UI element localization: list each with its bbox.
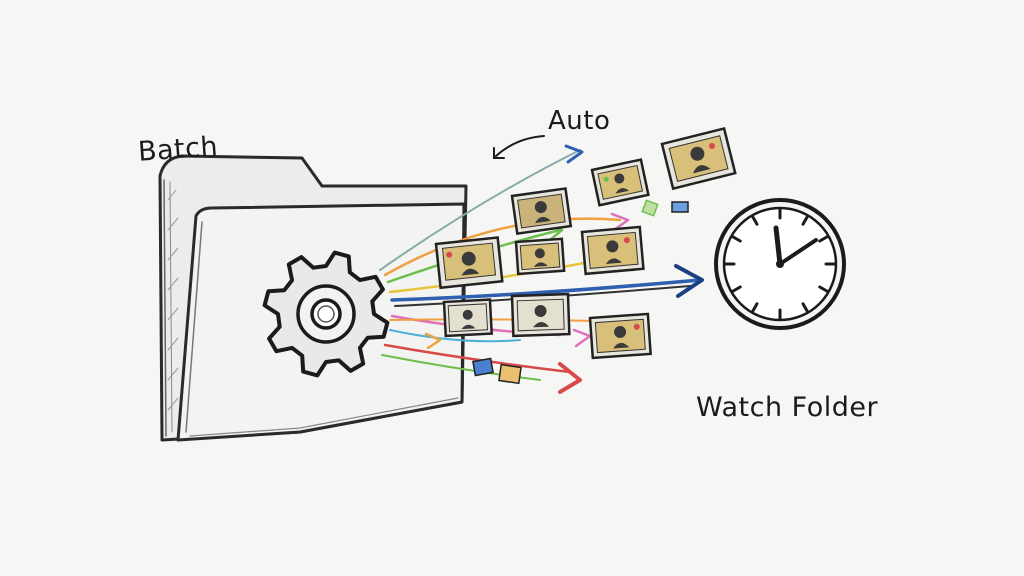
photo-thumbnail-icon	[580, 225, 645, 276]
clock-tick	[751, 215, 759, 226]
photo-thumbnail-icon	[510, 292, 571, 338]
photo-thumbnail-icon	[590, 158, 650, 207]
photo-thumbnail-icon	[510, 187, 573, 236]
arrow-icon	[558, 362, 582, 394]
arrow-icon	[610, 212, 630, 232]
clock-tick	[751, 302, 759, 313]
watch-folder-label: Watch Folder	[696, 392, 879, 423]
photo-thumbnail-icon	[660, 127, 737, 191]
auto-label: Auto	[548, 106, 611, 136]
clock-tick	[731, 285, 742, 293]
photo-thumbnails	[434, 127, 737, 385]
photo-thumbnail-icon	[514, 237, 566, 276]
arrow-heads	[424, 144, 704, 394]
clock-icon	[714, 198, 846, 330]
clock-tick	[818, 285, 829, 293]
arrow-icon	[564, 144, 584, 164]
photo-thumbnail-icon	[588, 312, 652, 360]
auto-curved-arrow	[493, 135, 545, 159]
photo-thumbnail-icon	[671, 201, 689, 213]
clock-tick	[801, 215, 809, 226]
photo-thumbnail-icon	[434, 236, 504, 290]
photo-thumbnail-icon	[641, 199, 659, 217]
gear-icon	[262, 250, 390, 378]
clock-tick	[801, 302, 809, 313]
clock-tick	[818, 235, 829, 243]
clock-tick	[731, 235, 742, 243]
arrow-icon	[424, 332, 442, 350]
photo-thumbnail-icon	[442, 298, 494, 338]
photo-thumbnail-icon	[498, 363, 522, 385]
arrow-icon	[572, 328, 592, 348]
photo-thumbnail-icon	[472, 357, 494, 377]
arrow-icon	[674, 264, 704, 298]
batch-label: Batch	[137, 131, 220, 168]
